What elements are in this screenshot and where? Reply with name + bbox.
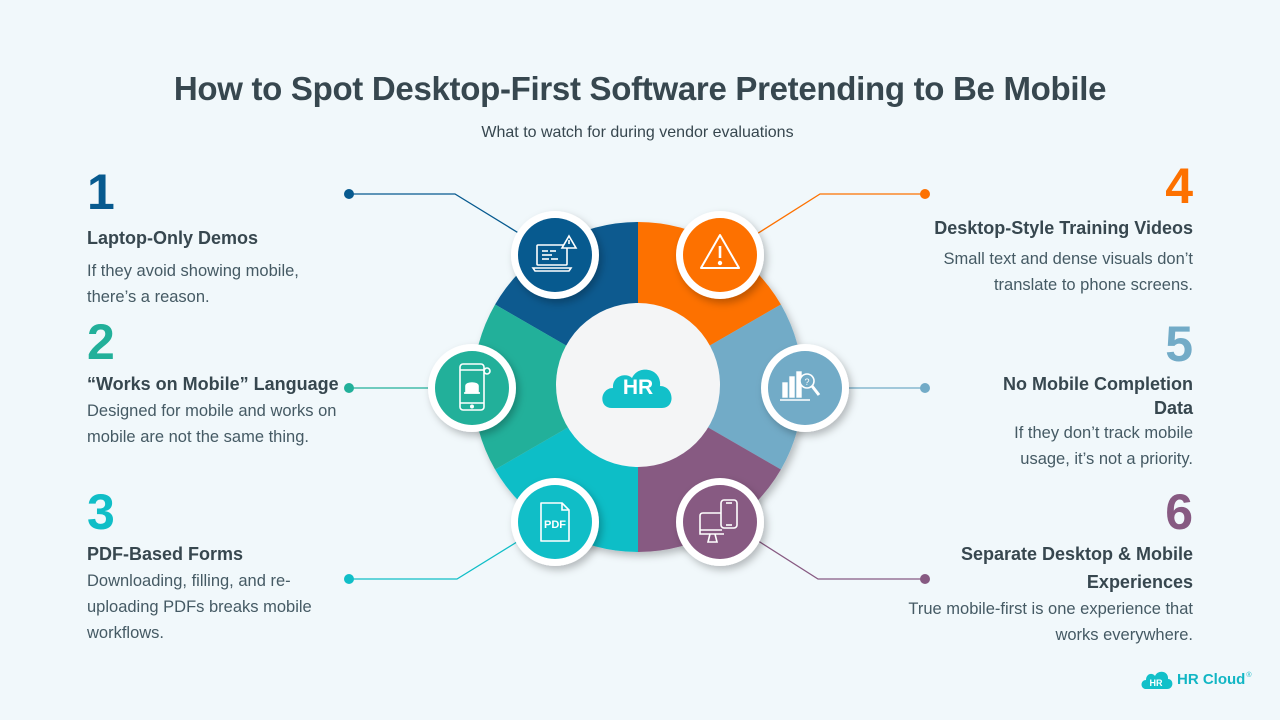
item-description: Designed for mobile and works on mobile … (87, 402, 337, 446)
icon-bubble-3: PDF (511, 478, 599, 566)
logo-trademark: ® (1246, 671, 1252, 679)
item-heading: Separate Desktop & Mobile Experiences (960, 544, 1193, 592)
desktop-mobile-icon (699, 499, 738, 543)
warning-triangle-icon (700, 234, 740, 269)
item-2: 2 “Works on Mobile” Language Designed fo… (87, 314, 377, 450)
item-heading: PDF-Based Forms (87, 544, 244, 564)
icon-bubble-1 (511, 211, 599, 299)
icon-bubble-5: ? (761, 344, 849, 432)
chart-search-icon: ? (780, 371, 821, 401)
svg-text:PDF: PDF (544, 519, 566, 531)
item-3: 3 PDF-Based Forms Downloading, filling, … (87, 484, 377, 646)
laptop-warning-icon (531, 234, 578, 272)
page-title: How to Spot Desktop-First Software Prete… (173, 70, 1107, 107)
item-4: 4 Desktop-Style Training Videos Small te… (893, 158, 1193, 298)
hr-cloud-logo: HR HR Cloud ® (1139, 668, 1252, 690)
item-number: 4 (1165, 158, 1193, 214)
connector-lines (344, 189, 930, 584)
pdf-file-icon: PDF (540, 502, 570, 542)
icon-bubble-2 (428, 344, 516, 432)
svg-text:?: ? (804, 377, 809, 387)
item-heading: Desktop-Style Training Videos (934, 218, 1193, 238)
item-number: 2 (87, 314, 115, 370)
item-5: 5 No Mobile Completion Data If they don’… (963, 316, 1193, 472)
item-number: 5 (1165, 316, 1193, 372)
item-description: Downloading, filling, and re-uploading P… (87, 572, 312, 642)
svg-text:HR: HR (1150, 678, 1163, 688)
icon-bubble-6 (676, 478, 764, 566)
item-6: 6 Separate Desktop & Mobile Experiences … (873, 484, 1193, 648)
item-description: Small text and dense visuals don’t trans… (943, 250, 1193, 294)
item-number: 3 (87, 484, 115, 540)
item-description: True mobile-first is one experience that… (908, 600, 1193, 644)
item-number: 1 (87, 164, 115, 220)
item-1: 1 Laptop-Only Demos If they avoid showin… (87, 164, 377, 310)
item-heading: Laptop-Only Demos (87, 228, 259, 248)
item-description: If they avoid showing mobile, there’s a … (87, 262, 299, 306)
item-number: 6 (1165, 484, 1193, 540)
hr-cloud-center-icon (602, 369, 672, 408)
item-description: If they don’t track mobile usage, it’s n… (1014, 424, 1193, 468)
page-subtitle: What to watch for during vendor evaluati… (481, 124, 794, 141)
icon-bubble-4 (676, 211, 764, 299)
center-label: HR (623, 376, 653, 399)
item-heading: “Works on Mobile” Language (87, 374, 339, 394)
item-heading: No Mobile Completion Data (1003, 374, 1193, 418)
hr-cloud-logo-icon: HR (1141, 671, 1173, 689)
logo-text: HR Cloud (1177, 670, 1246, 688)
phone-notification-icon (459, 363, 491, 411)
